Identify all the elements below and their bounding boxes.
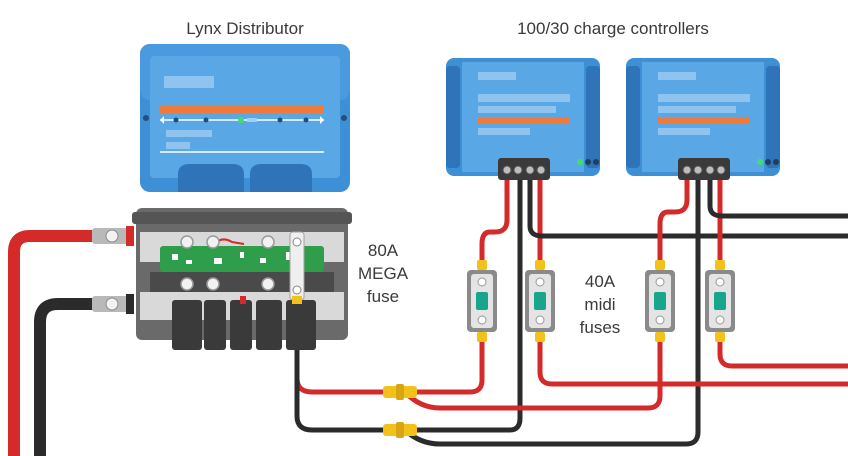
status-led-icon — [593, 159, 599, 165]
status-led-icon — [303, 117, 309, 123]
midi-fuse-holder — [525, 260, 555, 342]
pcb-board — [160, 246, 324, 272]
busbar-bolts — [180, 235, 275, 317]
controller1-orange-band — [478, 117, 570, 124]
positive-branch-wire — [402, 335, 663, 411]
fuse-blocks — [172, 300, 316, 350]
midi-fuses — [467, 260, 735, 342]
status-led-icon — [765, 159, 771, 165]
battery-negative-cable — [34, 298, 124, 456]
mega-fuse-label-line3: fuse — [367, 287, 399, 306]
lynx-distributor-label: Lynx Distributor — [186, 19, 304, 38]
status-led-icon — [238, 117, 244, 123]
mega-fuse — [289, 231, 305, 304]
mega-fuse-label-line1: 80A — [368, 241, 399, 260]
midi-fuse-element — [476, 292, 488, 310]
controller2-terminal-block — [678, 158, 730, 180]
status-led-icon — [773, 159, 779, 165]
controller1-pv-pos-wire — [479, 175, 510, 265]
controller2-pv-out-wire — [717, 337, 848, 369]
midi-fuse-label-line3: fuses — [580, 318, 621, 337]
lynx-status-leds — [160, 116, 324, 124]
battery-positive-cable — [8, 230, 124, 456]
controller1-pv-neg-wire — [527, 175, 848, 239]
lynx-distributor — [92, 44, 352, 350]
charge-controller-2 — [626, 58, 780, 180]
status-led-icon — [585, 159, 591, 165]
wiring — [8, 175, 848, 456]
midi-fuse-label-line1: 40A — [585, 272, 616, 291]
status-led-icon — [173, 117, 179, 123]
midi-fuse-holder — [705, 260, 735, 342]
charge-controller-1 — [446, 58, 600, 180]
midi-fuse-label-line2: midi — [584, 295, 615, 314]
charge-controllers-label: 100/30 charge controllers — [517, 19, 709, 38]
controller2-pv-pos-wire — [657, 175, 690, 265]
negative-branch-wire — [402, 175, 701, 447]
controller2-pv-neg-wire — [707, 175, 848, 219]
midi-fuse-holder — [467, 260, 497, 342]
midi-fuse-holder — [645, 260, 675, 342]
junction-crimps — [383, 384, 417, 438]
status-led-icon — [757, 159, 763, 165]
status-led-icon — [203, 117, 209, 123]
controller1-pv-out-wire — [537, 337, 848, 387]
midi-fuse-element — [534, 292, 546, 310]
lynx-orange-band — [160, 106, 324, 113]
controller2-orange-band — [658, 117, 750, 124]
midi-fuse-element — [654, 292, 666, 310]
mega-fuse-label-line2: MEGA — [358, 264, 409, 283]
status-led-icon — [277, 117, 283, 123]
battery-lugs — [92, 226, 134, 314]
midi-fuse-element — [714, 292, 726, 310]
status-led-icon — [577, 159, 583, 165]
controller1-terminal-block — [498, 158, 550, 180]
